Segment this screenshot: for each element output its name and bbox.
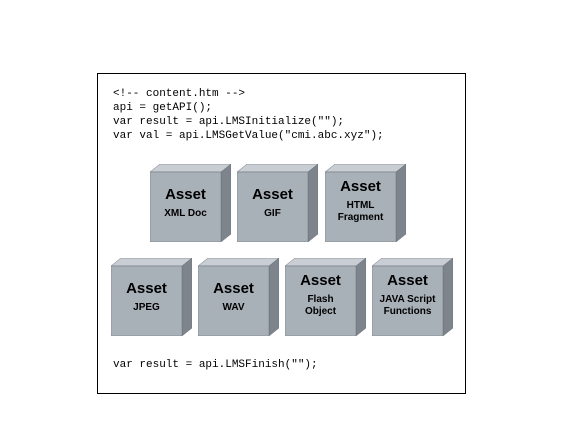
- asset-title: Asset: [252, 186, 293, 203]
- asset-title: Asset: [387, 272, 428, 289]
- asset-title: Asset: [165, 186, 206, 203]
- code-comment-line: <!-- content.htm -->: [113, 88, 246, 100]
- asset-type-label: JAVA Script Functions: [379, 294, 436, 317]
- asset-type-label: HTML Fragment: [337, 200, 384, 223]
- asset-cube-wav: Asset WAV: [198, 258, 279, 336]
- asset-title: Asset: [213, 280, 254, 297]
- cube-shape-icon: [372, 258, 453, 336]
- cube-shape-icon: [150, 164, 231, 242]
- cube-shape-icon: [325, 164, 406, 242]
- asset-cube-html-fragment: Asset HTML Fragment: [325, 164, 406, 242]
- cube-shape-icon: [285, 258, 366, 336]
- code-getvalue-line: var val = api.LMSGetValue("cmi.abc.xyz")…: [113, 130, 384, 142]
- asset-title: Asset: [340, 178, 381, 195]
- code-initialize-line: var result = api.LMSInitialize("");: [113, 116, 345, 128]
- asset-type-label: Flash Object: [304, 294, 337, 317]
- asset-cube-javascript-functions: Asset JAVA Script Functions: [372, 258, 453, 336]
- asset-cube-jpeg: Asset JPEG: [111, 258, 192, 336]
- asset-title: Asset: [300, 272, 341, 289]
- asset-cube-gif: Asset GIF: [237, 164, 318, 242]
- asset-cube-xml-doc: Asset XML Doc: [150, 164, 231, 242]
- asset-title: Asset: [126, 280, 167, 297]
- code-getapi-line: api = getAPI();: [113, 102, 213, 114]
- cube-shape-icon: [237, 164, 318, 242]
- cube-shape-icon: [198, 258, 279, 336]
- asset-type-label: WAV: [222, 302, 245, 313]
- asset-cube-flash-object: Asset Flash Object: [285, 258, 366, 336]
- cube-shape-icon: [111, 258, 192, 336]
- code-finish-line: var result = api.LMSFinish("");: [113, 359, 318, 371]
- asset-type-label: JPEG: [133, 302, 160, 313]
- asset-type-label: GIF: [264, 208, 281, 219]
- asset-type-label: XML Doc: [164, 208, 207, 219]
